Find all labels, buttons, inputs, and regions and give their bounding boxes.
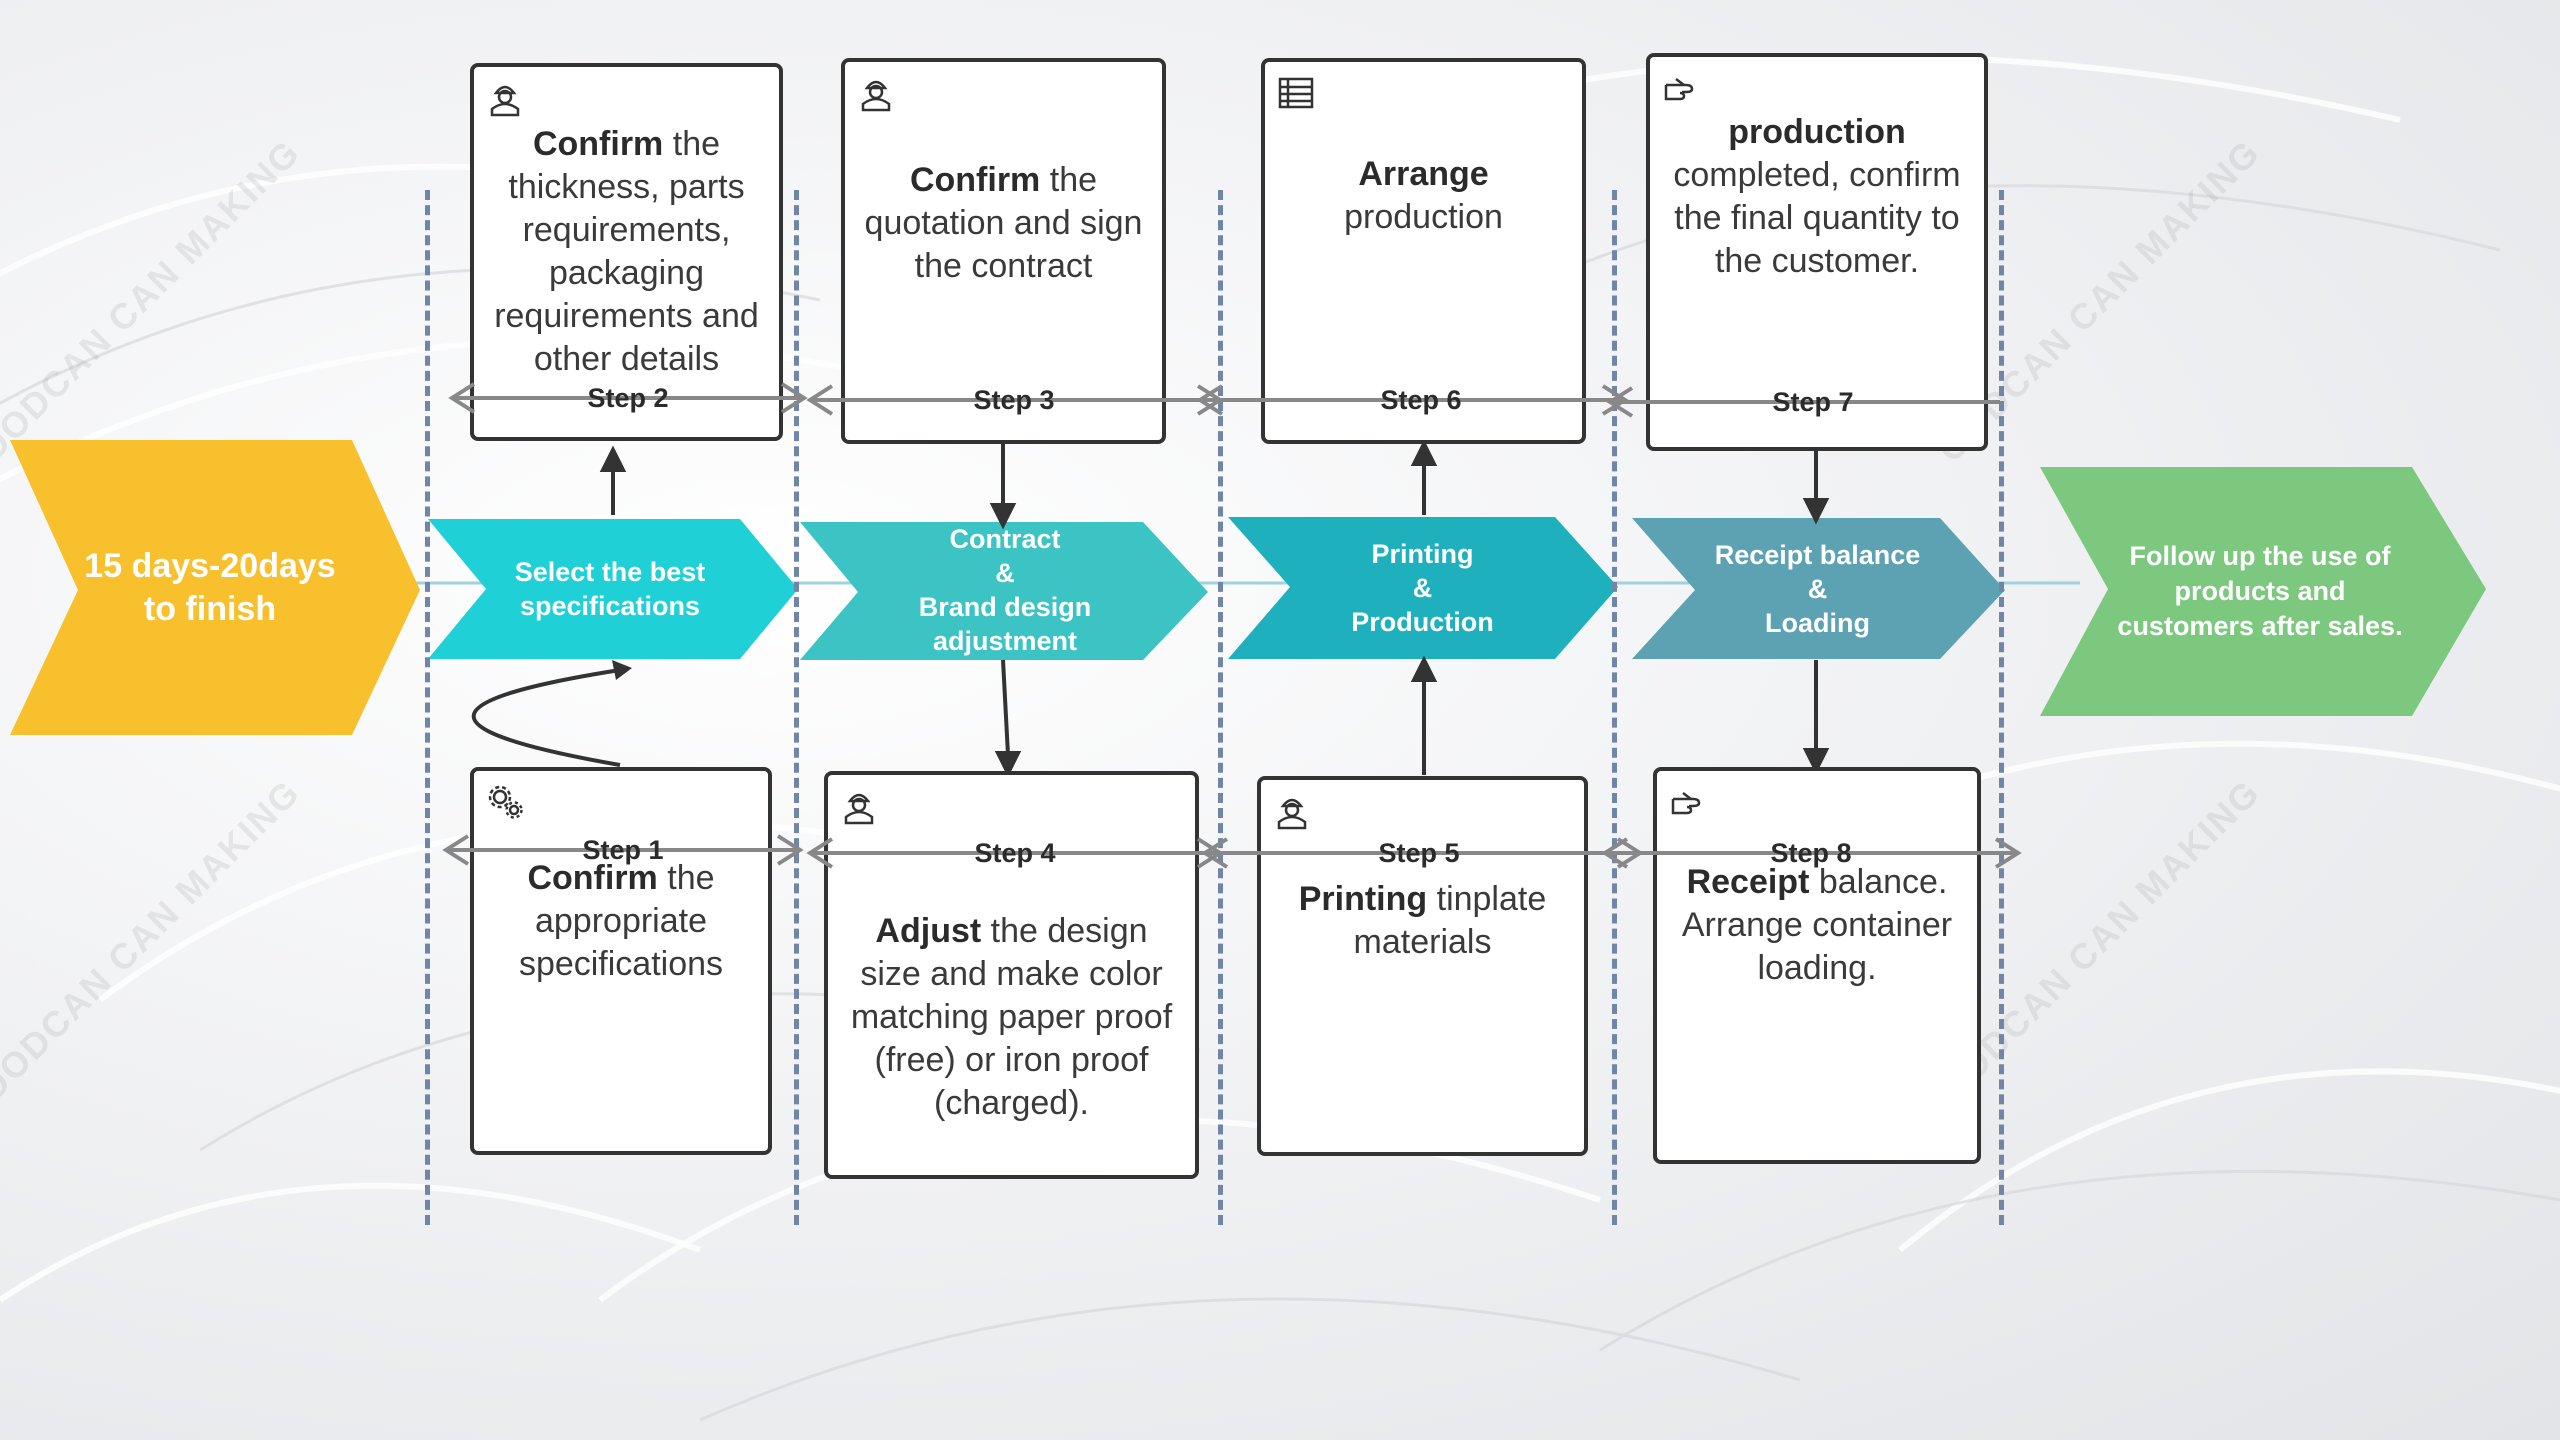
step3-card: Confirm the quotation and sign the contr… bbox=[841, 58, 1166, 444]
start-chevron-shape bbox=[10, 440, 420, 735]
arrow-contract-to-step4 bbox=[1001, 659, 1010, 756]
arrow-head bbox=[994, 751, 1022, 778]
step4-label: Step 4 bbox=[974, 838, 1056, 868]
process-printing-production: Printing & Production bbox=[1280, 517, 1565, 659]
lane-divider bbox=[1999, 190, 2004, 1225]
arrow-head bbox=[1802, 498, 1830, 525]
curved-arrow-step1 bbox=[471, 668, 621, 767]
step5-card: Printing tinplate materials bbox=[1257, 776, 1588, 1156]
arrow-head bbox=[1410, 439, 1438, 466]
process-label: Receipt balance & Loading bbox=[1714, 539, 1921, 638]
step2-text: the thickness, parts requirements, packa… bbox=[494, 125, 759, 378]
step2-card: Confirm the thickness, parts requirement… bbox=[470, 63, 783, 441]
end-chevron-shape bbox=[2040, 467, 2486, 716]
step8-card: Receipt balance. Arrange container loadi… bbox=[1653, 767, 1981, 1164]
step4-card: Adjust the design size and make color ma… bbox=[824, 771, 1199, 1179]
process-select-specifications: Select the best specifications bbox=[470, 519, 750, 659]
arrow-head bbox=[612, 660, 632, 680]
start-chevron: 15 days-20days to finish bbox=[60, 440, 360, 735]
step6-label: Step 6 bbox=[1380, 385, 1462, 415]
process-label: Contract & Brand design adjustment bbox=[918, 524, 1092, 656]
step3-label: Step 3 bbox=[973, 385, 1055, 415]
lane-divider bbox=[794, 190, 799, 1225]
step7-label: Step 7 bbox=[1772, 387, 1854, 417]
step5-bold: Printing bbox=[1298, 880, 1428, 918]
step6-card: Arrange production bbox=[1261, 58, 1586, 444]
process-chevron-shape bbox=[1228, 517, 1618, 659]
step6-bold: Arrange bbox=[1358, 155, 1489, 193]
step1-text: the appropriate specifications bbox=[518, 858, 724, 983]
step3-bold: Confirm bbox=[909, 161, 1041, 199]
end-chevron-label: Follow up the use of products and custom… bbox=[2117, 541, 2403, 641]
step1-bold: Confirm bbox=[527, 858, 658, 897]
lane-divider bbox=[1612, 190, 1617, 1225]
step2-label: Step 2 bbox=[587, 383, 669, 413]
step2-bold: Confirm bbox=[532, 125, 664, 163]
lane-divider bbox=[425, 190, 430, 1225]
worker-icon bbox=[861, 80, 891, 112]
arrow-head bbox=[599, 445, 627, 472]
pointing-hand-icon bbox=[1671, 792, 1701, 815]
step5-text: tinplate materials bbox=[1353, 880, 1547, 961]
step7-bold: production bbox=[1728, 113, 1906, 151]
process-chevron-shape bbox=[428, 519, 798, 659]
worker-icon bbox=[490, 85, 520, 117]
step6-text: production bbox=[1344, 198, 1503, 236]
process-label: Printing & Production bbox=[1351, 539, 1494, 637]
process-label: Select the best specifications bbox=[514, 557, 706, 621]
step4-bold: Adjust bbox=[875, 912, 982, 950]
process-chevron-shape bbox=[800, 522, 1208, 660]
pointing-hand-icon bbox=[1664, 78, 1694, 101]
lane-divider bbox=[1218, 190, 1223, 1225]
process-chevron-shape bbox=[1632, 518, 2005, 659]
step5-label: Step 5 bbox=[1378, 838, 1460, 868]
step1-card: Confirm the appropriate specifications bbox=[470, 767, 772, 1155]
start-chevron-label: 15 days-20days to finish bbox=[84, 546, 336, 628]
arrow-head bbox=[1802, 748, 1830, 775]
gear-icon bbox=[488, 785, 523, 819]
step7-card: production completed, confirm the final … bbox=[1646, 53, 1988, 451]
end-chevron: Follow up the use of products and custom… bbox=[2090, 467, 2430, 716]
worker-icon bbox=[844, 793, 874, 825]
list-icon bbox=[1278, 77, 1314, 109]
step7-text: completed, confirm the final quantity to… bbox=[1673, 156, 1961, 280]
process-receipt-loading: Receipt balance & Loading bbox=[1680, 518, 1955, 659]
step1-label: Step 1 bbox=[582, 835, 664, 865]
step8-label: Step 8 bbox=[1770, 838, 1852, 868]
worker-icon bbox=[1277, 798, 1307, 830]
step3-text: the quotation and sign the contract bbox=[864, 161, 1143, 285]
arrow-head bbox=[989, 503, 1017, 530]
step8-bold: Receipt bbox=[1686, 863, 1810, 901]
step8-text: balance. Arrange container loading. bbox=[1681, 863, 1953, 987]
arrow-head bbox=[1410, 655, 1438, 682]
process-contract-design: Contract & Brand design adjustment bbox=[850, 520, 1160, 660]
step4-text: the design size and make color matching … bbox=[850, 912, 1173, 1122]
